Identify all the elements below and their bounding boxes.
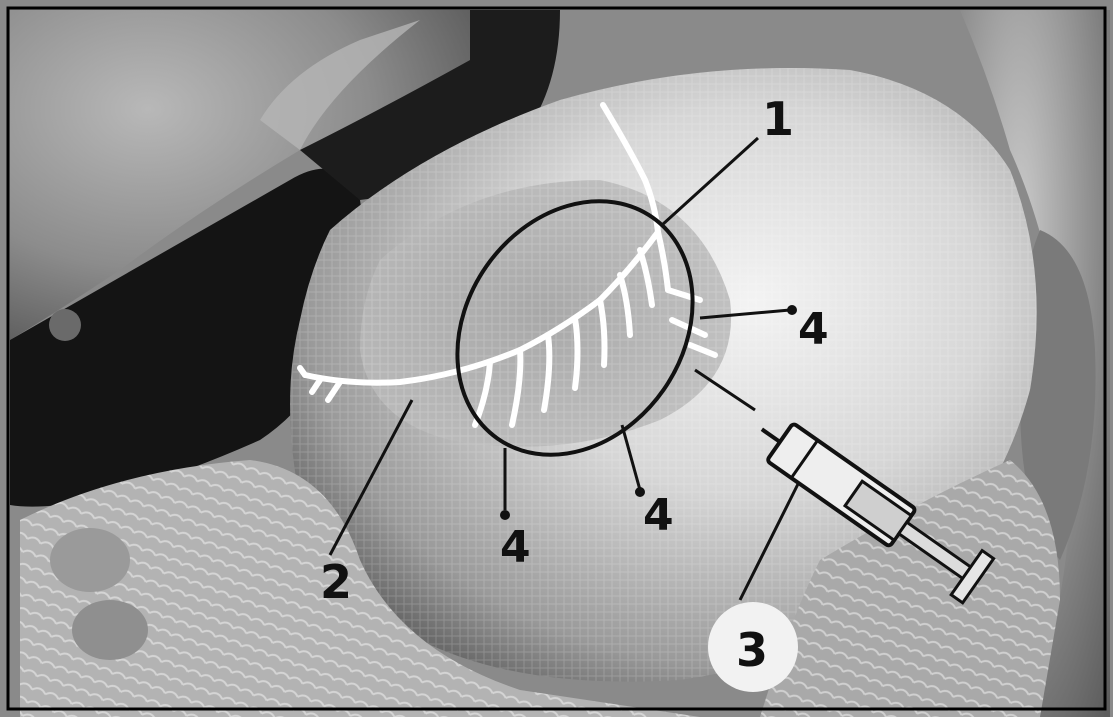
bowel-loop [50,528,130,592]
small-round-structure [49,309,81,341]
callout-2: 2 [320,555,352,609]
vessel-branch-e [575,318,578,388]
callout-4-bottom-mid: 4 [643,490,674,541]
bowel-loop-lower [72,600,148,660]
callout-4-bottom-left: 4 [500,522,531,573]
callout-4-right: 4 [798,304,829,355]
injection-point-left [500,510,510,520]
callout-3: 3 [736,623,768,677]
injection-point-right [787,305,797,315]
callout-1: 1 [762,92,794,146]
